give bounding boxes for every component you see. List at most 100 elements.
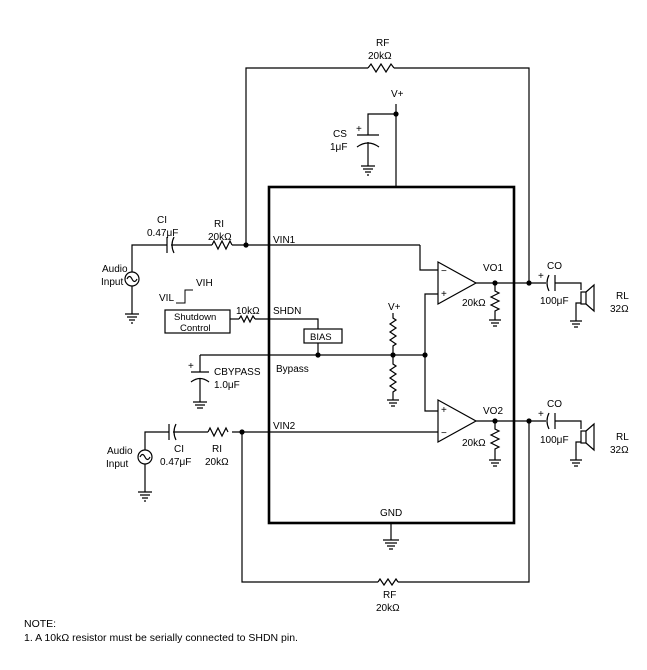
bias-label: BIAS xyxy=(310,332,332,343)
ri1-resistor xyxy=(211,239,233,251)
gnd-icon xyxy=(383,539,399,550)
ri2-resistor xyxy=(207,426,229,438)
ac-source-2-wave xyxy=(139,453,151,461)
vin1-label: VIN1 xyxy=(273,235,296,246)
vih-label: VIH xyxy=(196,278,213,289)
cs-ground-icon xyxy=(361,165,375,176)
co1-plus: + xyxy=(538,271,544,282)
ci1-name: CI xyxy=(157,215,167,226)
ci2-name: CI xyxy=(174,444,184,455)
bias-divider-lower-resistor xyxy=(388,355,398,400)
rf-top-resistor xyxy=(367,62,395,74)
ri2-name: RI xyxy=(212,444,222,455)
ri2-value: 20kΩ xyxy=(205,457,229,468)
shutdown-control-box xyxy=(164,309,231,334)
gnd-label: GND xyxy=(380,508,402,519)
r-shdn-resistor xyxy=(238,314,256,324)
rload1-ground-icon xyxy=(489,319,501,327)
cs-wire xyxy=(367,113,396,135)
note-heading: NOTE: xyxy=(24,618,57,630)
co1-capacitor xyxy=(546,274,556,292)
junction-bypass-bias xyxy=(315,352,321,358)
bias-divider-upper-resistor xyxy=(388,313,398,355)
co1-name: CO xyxy=(547,261,562,272)
opamp1-triangle xyxy=(437,260,478,306)
speaker2-cone xyxy=(585,422,595,452)
rf-top-value: 20kΩ xyxy=(368,51,392,62)
in2-ground-icon xyxy=(138,491,152,502)
ri1-name: RI xyxy=(214,219,224,230)
opamp2-in-plus-wire xyxy=(424,355,438,412)
shdn-wire-b xyxy=(255,318,319,329)
co2-name: CO xyxy=(547,399,562,410)
bias-divider-ground-icon xyxy=(387,399,399,407)
out1-ground-icon xyxy=(570,320,582,328)
opamp2-plus: + xyxy=(441,405,447,416)
in1-wire-a xyxy=(131,244,167,272)
opamp1-in-minus-wire xyxy=(419,245,438,271)
junction-bypass-divider xyxy=(390,352,396,358)
rf-bottom-value: 20kΩ xyxy=(376,603,400,614)
ri1-value: 20kΩ xyxy=(208,232,232,243)
speaker2-icon xyxy=(580,430,587,444)
rf-top-wire-right xyxy=(394,67,530,283)
rload2-resistor xyxy=(489,421,501,460)
vplus-top-label: V+ xyxy=(391,89,404,100)
out1-wire xyxy=(555,282,582,290)
audio-input-2-line1: Audio xyxy=(107,446,133,457)
cbypass-name: CBYPASS xyxy=(214,367,261,378)
out1-return-wire xyxy=(575,302,581,321)
r-shdn-value: 10kΩ xyxy=(236,306,260,317)
co2-capacitor xyxy=(546,412,556,430)
rload1-resistor xyxy=(489,283,501,320)
rf-top-name: RF xyxy=(376,38,389,49)
vo1-label: VO1 xyxy=(483,263,503,274)
bias-box xyxy=(303,328,343,344)
vin2-label: VIN2 xyxy=(273,421,296,432)
vo2-label: VO2 xyxy=(483,406,503,417)
rl1-name: RL xyxy=(616,291,629,302)
opamp1-minus: − xyxy=(441,266,447,277)
shutdown-control-line1: Shutdown xyxy=(174,312,216,323)
shdn-pulse-icon xyxy=(176,289,193,304)
shdn-label: SHDN xyxy=(273,306,301,317)
ci2-value: 0.47μF xyxy=(160,457,191,468)
audio-input-1-line1: Audio xyxy=(102,264,128,275)
ac-source-1-wave xyxy=(126,275,138,283)
vplus-bias-label: V+ xyxy=(388,302,401,313)
cbypass-value: 1.0μF xyxy=(214,380,240,391)
speaker1-cone xyxy=(585,283,595,313)
audio-input-1-line2: Input xyxy=(101,277,123,288)
rf-bottom-wire-right xyxy=(398,421,530,583)
speaker1-icon xyxy=(580,291,587,305)
co1-value: 100μF xyxy=(540,296,569,307)
shutdown-control-line2: Control xyxy=(180,323,211,334)
rl1-value: 32Ω xyxy=(610,304,629,315)
bypass-label: Bypass xyxy=(276,364,309,375)
junction-vo1-rf xyxy=(526,280,532,286)
opamp2-triangle xyxy=(437,398,478,444)
cs-name: CS xyxy=(333,129,347,140)
note: NOTE: 1. A 10kΩ resistor must be seriall… xyxy=(24,617,298,645)
opamp1-in-plus-wire xyxy=(424,293,438,355)
co2-plus: + xyxy=(538,409,544,420)
in1-ground-icon xyxy=(125,313,139,324)
out2-return-wire xyxy=(575,441,581,460)
rf-bottom-name: RF xyxy=(383,590,396,601)
rf-bottom-resistor xyxy=(377,577,399,587)
cbypass-ground-icon xyxy=(193,401,207,409)
cs-value: 1μF xyxy=(330,142,347,153)
ci1-value: 0.47μF xyxy=(147,228,178,239)
rl2-value: 32Ω xyxy=(610,445,629,456)
audio-input-2-line2: Input xyxy=(106,459,128,470)
cbypass-plus: + xyxy=(188,361,194,372)
out2-wire xyxy=(555,420,582,429)
opamp1-plus: + xyxy=(441,289,447,300)
rf-bottom-wire-left xyxy=(241,432,378,583)
rload2-ground-icon xyxy=(489,459,501,467)
vil-label: VIL xyxy=(159,293,174,304)
rload2-value: 20kΩ xyxy=(462,438,486,449)
rf-top-wire-left xyxy=(245,67,368,245)
out2-ground-icon xyxy=(570,459,582,467)
